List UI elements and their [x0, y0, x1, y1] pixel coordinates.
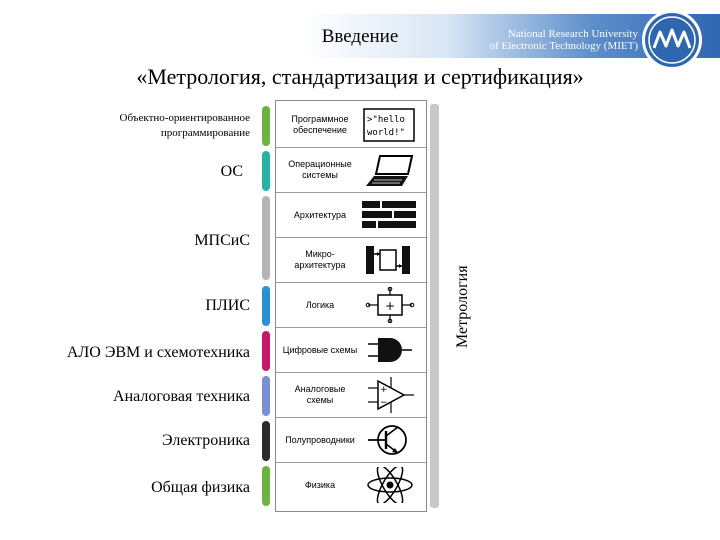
bar-logic — [262, 286, 270, 326]
miet-logo-icon — [642, 10, 702, 70]
bar-digital — [262, 331, 270, 371]
layer-label: Физика — [304, 479, 336, 490]
main-title: «Метрология, стандартизация и сертификац… — [136, 64, 584, 89]
left-label-oop-line-2: программирование — [160, 127, 250, 139]
op-amp-minus: − — [380, 398, 388, 408]
layer-architecture: Архитектура — [276, 193, 426, 238]
bar-os — [262, 151, 270, 191]
datapath-icon — [366, 246, 410, 274]
layer-semiconductors: Полупроводники — [276, 418, 426, 463]
left-label-oop-line-1: Объектно-ориентированное — [119, 112, 250, 124]
registers-icon — [362, 201, 416, 228]
layer-logic: Логика + — [276, 283, 426, 328]
layer-label: Полупроводники — [285, 434, 355, 445]
bar-software — [262, 106, 270, 146]
level-bars — [262, 106, 272, 508]
layer-digital: Цифровые схемы — [276, 328, 426, 373]
header-band — [0, 14, 720, 58]
layer-label: Цифровые схемы — [282, 344, 358, 355]
metrology-bar — [430, 104, 439, 508]
left-label-analog: Аналоговая техника — [113, 388, 250, 405]
and-gate-icon — [368, 338, 412, 362]
transistor-icon — [368, 425, 407, 455]
left-label-os: ОС — [220, 163, 243, 180]
left-label-oop: Объектно-ориентированное программировани… — [120, 111, 250, 141]
left-label-plis: ПЛИС — [205, 297, 250, 314]
op-amp-plus: + — [380, 385, 388, 395]
left-label-physics: Общая физика — [151, 479, 250, 496]
code-line-2: world!" — [367, 128, 405, 138]
layer-label: Архитектура — [293, 209, 347, 220]
code-hello-world-icon: >"hello world!" — [363, 108, 415, 142]
left-label-mpsis: МПСиС — [194, 232, 250, 249]
bar-semiconductors — [262, 421, 270, 461]
bar-analog — [262, 376, 270, 416]
university-line-1: National Research University — [507, 28, 638, 40]
laptop-icon — [366, 155, 414, 186]
header-title: Введение — [321, 26, 399, 47]
university-line-2: of Electronic Technology (MIET) — [489, 40, 638, 52]
layer-label: Микро-архитектура — [294, 249, 346, 270]
left-label-alo: АЛО ЭВМ и схемотехника — [66, 344, 250, 361]
atom-icon — [367, 467, 413, 503]
code-line-1: >"hello — [367, 115, 405, 125]
bar-physics — [262, 466, 270, 506]
adder-icon: + — [365, 287, 415, 323]
op-amp-icon: + − — [368, 377, 414, 413]
layer-physics: Физика — [276, 463, 426, 507]
adder-symbol: + — [385, 299, 395, 313]
metrology-label: Метрология — [454, 265, 471, 348]
layer-label: Логика — [305, 299, 335, 310]
left-label-electronics: Электроника — [162, 432, 250, 449]
university-name: National Research University of Electron… — [490, 28, 638, 52]
layer-microarchitecture: Микро-архитектура — [276, 238, 426, 283]
bar-architecture — [262, 196, 270, 280]
